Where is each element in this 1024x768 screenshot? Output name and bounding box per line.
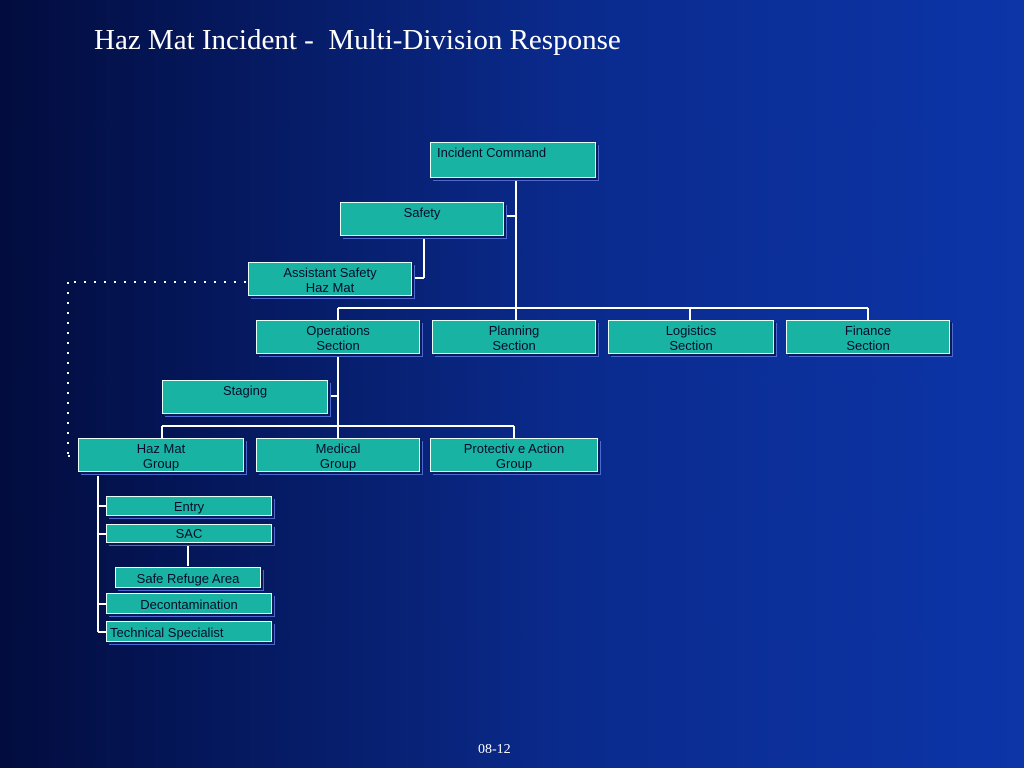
incident-command-box: Incident Command (430, 142, 596, 178)
logistics-section-box: Logistics Section (608, 320, 774, 354)
staging-box: Staging (162, 380, 328, 414)
slide-title: Haz Mat Incident - Multi-Division Respon… (94, 24, 621, 56)
slide-number: 08-12 (478, 742, 511, 757)
operations-section-box: Operations Section (256, 320, 420, 354)
entry-box: Entry (106, 496, 272, 516)
technical-specialist-box: Technical Specialist (106, 621, 272, 642)
decontamination-box: Decontamination (106, 593, 272, 614)
safe-refuge-area-box: Safe Refuge Area (115, 567, 261, 588)
medical-group-box: Medical Group (256, 438, 420, 472)
hazmat-group-box: Haz Mat Group (78, 438, 244, 472)
safety-box: Safety (340, 202, 504, 236)
finance-section-box: Finance Section (786, 320, 950, 354)
assistant-safety-box: Assistant Safety Haz Mat (248, 262, 412, 296)
protective-action-group-box: Protectiv e Action Group (430, 438, 598, 472)
sac-box: SAC (106, 524, 272, 543)
planning-section-box: Planning Section (432, 320, 596, 354)
